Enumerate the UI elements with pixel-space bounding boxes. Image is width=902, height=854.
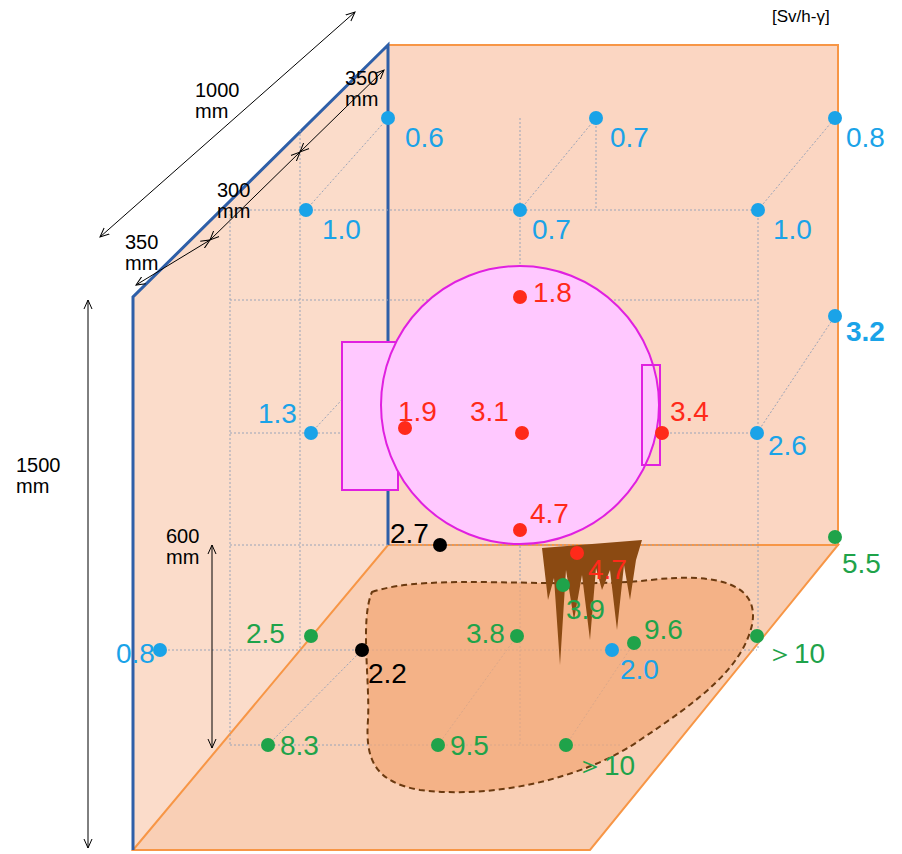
measurement-dot (513, 523, 527, 537)
measurement-dot (751, 203, 765, 217)
dose-value: 1.0 (322, 216, 361, 244)
dose-value: 0.7 (610, 124, 649, 152)
dimension-label: 300 mm (217, 180, 269, 222)
measurement-dot (828, 530, 842, 544)
measurement-dot (153, 643, 167, 657)
measurement-dot (431, 738, 445, 752)
measurement-dot (515, 426, 529, 440)
dose-value: 3.9 (566, 596, 605, 624)
dose-value: 1.0 (773, 216, 812, 244)
measurement-dot (513, 203, 527, 217)
measurement-dot (750, 426, 764, 440)
measurement-dot (299, 203, 313, 217)
measurement-dot (261, 738, 275, 752)
dose-value: 0.7 (532, 216, 571, 244)
measurement-dot (655, 426, 669, 440)
dose-value: 1.8 (533, 279, 572, 307)
measurement-dot (513, 290, 527, 304)
measurement-dot (570, 546, 584, 560)
dose-value: 2.0 (620, 656, 659, 684)
dose-value: 5.5 (842, 550, 881, 578)
dose-value: 1.3 (258, 400, 297, 428)
dose-value: 3.2 (846, 318, 885, 346)
measurement-dot (510, 629, 524, 643)
dimension-label: 1500 mm (16, 455, 68, 497)
dimension-label: 350 mm (125, 232, 177, 274)
dimension-lines (88, 12, 384, 848)
deposits (542, 540, 642, 665)
measurement-dot (828, 309, 842, 323)
dose-value: 2.2 (368, 660, 407, 688)
dose-value: 0.8 (846, 124, 885, 152)
dose-value: 4.7 (530, 500, 569, 528)
dose-value: 2.6 (768, 432, 807, 460)
floor (133, 545, 838, 850)
dimension-label: 600 mm (166, 526, 218, 568)
measurement-dot (304, 629, 318, 643)
measurement-dot (433, 538, 447, 552)
dose-value: 1.9 (398, 398, 437, 426)
dimension-label: 350 mm (345, 68, 397, 110)
dose-value: ＞10 (766, 640, 825, 668)
dose-value: 4.7 (588, 556, 627, 584)
measurement-dot (605, 643, 619, 657)
dose-value: 9.5 (450, 732, 489, 760)
pipe-circle: 1.81.93.13.44.7 (380, 265, 662, 547)
dose-value: 3.1 (470, 398, 509, 426)
measurement-dot (355, 643, 369, 657)
dose-value: 2.7 (390, 520, 429, 548)
dose-value: 3.8 (466, 620, 505, 648)
measurement-dot (556, 578, 570, 592)
dose-value: ＞10 (576, 752, 635, 780)
measurement-dot (828, 111, 842, 125)
dose-value: 2.5 (246, 620, 285, 648)
dose-value: 0.6 (405, 124, 444, 152)
dose-value: 8.3 (280, 732, 319, 760)
dimension-label: [Sv/h-γ] (772, 8, 830, 26)
measurement-dot (304, 426, 318, 440)
measurement-dot (559, 738, 573, 752)
dose-value: 0.8 (116, 640, 155, 668)
measurement-dot (627, 636, 641, 650)
measurement-dot (381, 111, 395, 125)
measurement-dot (589, 111, 603, 125)
dose-value: 9.6 (644, 616, 683, 644)
dimension-label: 1000 mm (195, 80, 247, 122)
measurement-dot (750, 629, 764, 643)
measurement-points (153, 111, 842, 752)
dose-value: 3.4 (670, 398, 709, 426)
